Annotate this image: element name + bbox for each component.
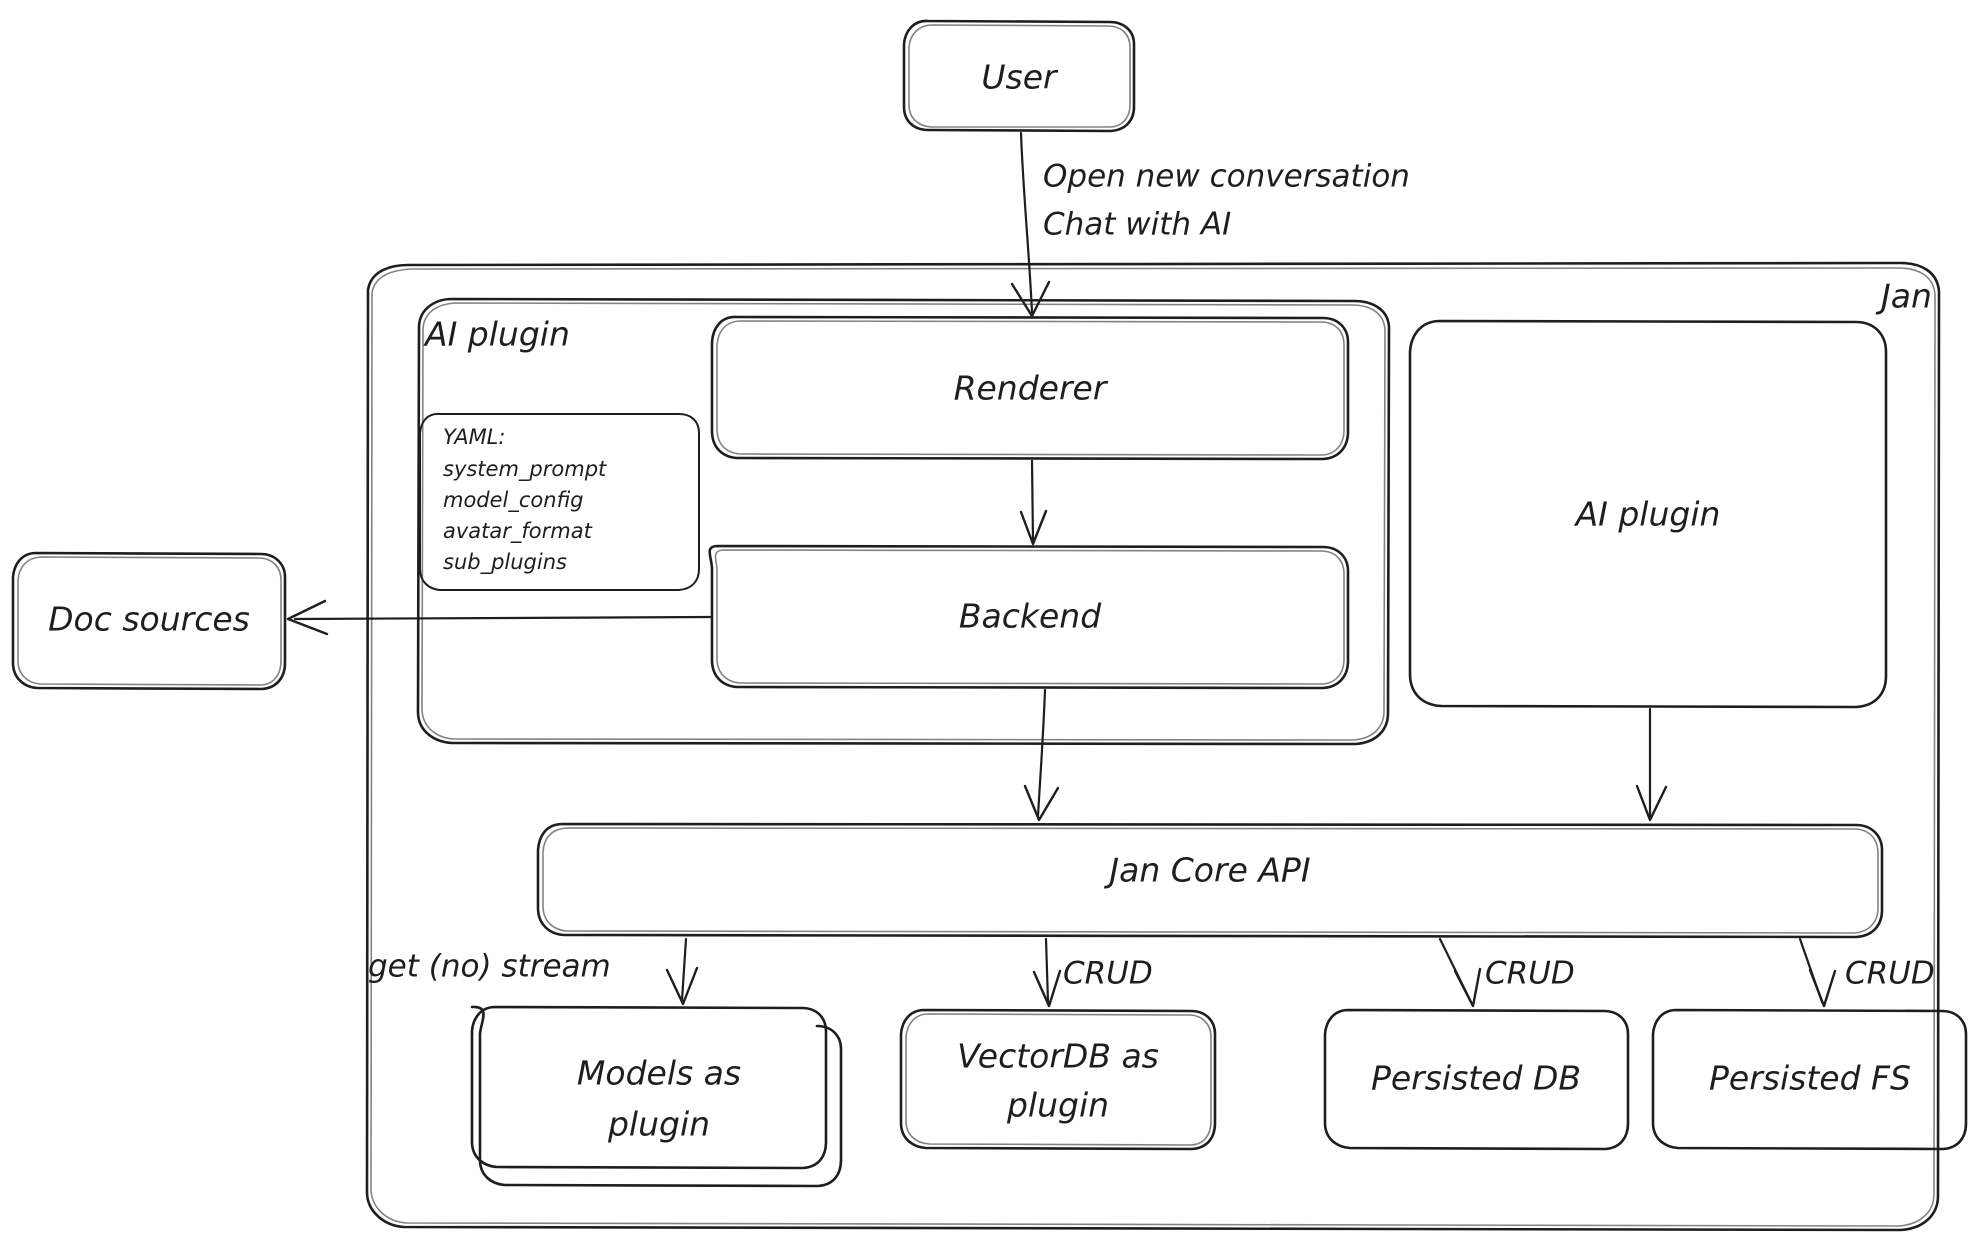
edge-core-to-vectordb-label: CRUD bbox=[1063, 956, 1153, 992]
vectordb-as-plugin-node[interactable]: VectorDB as plugin bbox=[899, 1008, 1217, 1151]
edge-core-to-persisted-db: CRUD bbox=[1438, 937, 1575, 1008]
edge-core-to-models: get (no) stream bbox=[368, 937, 699, 1006]
edge-user-to-renderer: Open new conversation Chat with AI bbox=[1010, 131, 1410, 318]
renderer-node[interactable]: Renderer bbox=[710, 315, 1350, 461]
edge-core-to-persisted-db-label: CRUD bbox=[1485, 956, 1575, 992]
backend-label: Backend bbox=[959, 597, 1102, 636]
ai-plugin-group[interactable]: AI plugin bbox=[416, 297, 1391, 746]
models-as-plugin-line1: Models as bbox=[577, 1054, 741, 1093]
persisted-db-node[interactable]: Persisted DB bbox=[1323, 1008, 1630, 1151]
ai-plugin-right-label: AI plugin bbox=[1574, 495, 1721, 534]
yaml-note[interactable]: YAML: system_prompt model_config avatar_… bbox=[419, 412, 700, 591]
yaml-title: YAML: bbox=[443, 425, 505, 449]
yaml-line-1: model_config bbox=[443, 488, 584, 513]
edge-backend-to-core bbox=[1023, 688, 1060, 822]
yaml-line-2: avatar_format bbox=[443, 519, 593, 544]
edge-core-to-persisted-fs-label: CRUD bbox=[1845, 956, 1935, 992]
backend-node[interactable]: Backend bbox=[708, 544, 1350, 690]
edge-user-to-renderer-line1: Open new conversation bbox=[1043, 159, 1410, 195]
user-node[interactable]: User bbox=[902, 19, 1136, 133]
edge-user-to-renderer-line2: Chat with AI bbox=[1043, 207, 1231, 243]
renderer-label: Renderer bbox=[954, 369, 1109, 408]
edge-core-to-vectordb: CRUD bbox=[1032, 937, 1153, 1008]
edge-renderer-to-backend bbox=[1019, 459, 1048, 546]
jan-container-label: Jan bbox=[1875, 277, 1932, 316]
edge-core-to-persisted-fs: CRUD bbox=[1798, 937, 1935, 1008]
yaml-line-0: system_prompt bbox=[443, 457, 607, 482]
jan-core-api-label: Jan Core API bbox=[1103, 851, 1310, 890]
models-as-plugin-node[interactable]: Models as plugin bbox=[470, 1005, 828, 1170]
doc-sources-node[interactable]: Doc sources bbox=[11, 551, 287, 691]
persisted-fs-label: Persisted FS bbox=[1709, 1059, 1911, 1098]
models-as-plugin-line2: plugin bbox=[607, 1105, 710, 1144]
ai-plugin-right-node[interactable]: AI plugin bbox=[1408, 319, 1888, 709]
persisted-fs-node[interactable]: Persisted FS bbox=[1651, 1008, 1968, 1151]
persisted-db-label: Persisted DB bbox=[1371, 1059, 1581, 1098]
user-label: User bbox=[981, 58, 1059, 97]
jan-container[interactable]: Jan bbox=[365, 261, 1941, 1232]
doc-sources-label: Doc sources bbox=[48, 600, 250, 639]
ai-plugin-group-label: AI plugin bbox=[423, 315, 570, 354]
jan-core-api-node[interactable]: Jan Core API bbox=[536, 822, 1884, 939]
models-as-plugin-outline-duplicate bbox=[470, 1005, 843, 1188]
edge-core-to-models-label: get (no) stream bbox=[368, 949, 611, 985]
yaml-line-3: sub_plugins bbox=[443, 550, 567, 575]
vectordb-as-plugin-line2: plugin bbox=[1006, 1086, 1109, 1125]
edge-backend-to-doc-sources bbox=[286, 599, 712, 636]
vectordb-as-plugin-line1: VectorDB as bbox=[957, 1037, 1159, 1076]
edge-ai-plugin-to-core bbox=[1635, 707, 1668, 822]
